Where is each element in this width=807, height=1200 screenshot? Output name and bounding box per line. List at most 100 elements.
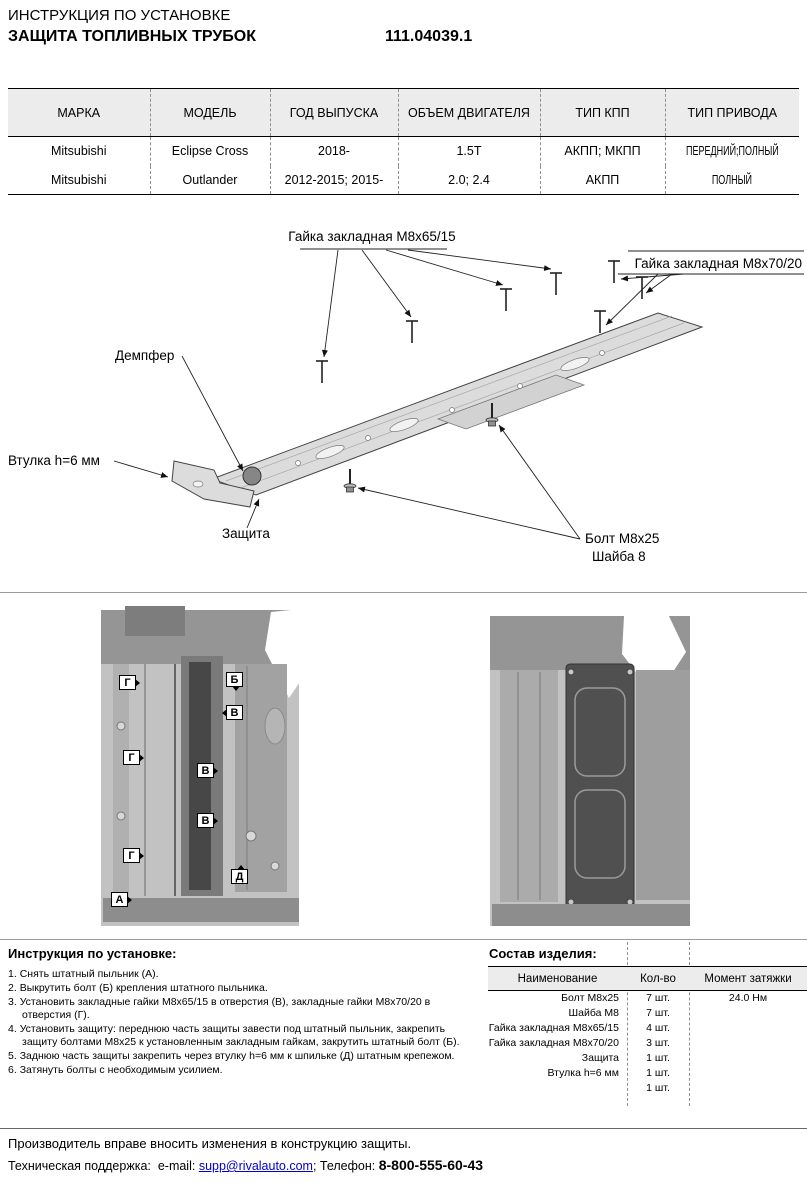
cell-model: Eclipse Cross [150,136,271,166]
part-name: Втулка h=6 мм [547,1067,619,1079]
part-torque [689,1006,807,1021]
cell-gearbox: АКПП; МКПП [540,136,666,166]
part-qty: 4 шт. [646,1022,670,1034]
cell-brand: Mitsubishi [8,165,151,195]
part-name [488,1081,627,1096]
cell-brand: Mitsubishi [8,136,151,166]
label-rivet-nut-m8x70: Гайка закладная М8х70/20 [635,256,802,271]
col-part-name: Наименование [488,966,627,991]
product-title: ЗАЩИТА ТОПЛИВНЫХ ТРУБОК [8,28,256,45]
part-torque: 24.0 Нм [728,992,768,1005]
divider-footer [0,1128,807,1129]
parts-row: 1 шт. [488,1081,807,1096]
photo-callout-letter: В [197,763,218,778]
part-name: Гайка закладная М8х65/15 [488,1022,619,1034]
instructions-title: Инструкция по установке: [8,946,177,961]
part-torque [689,1036,807,1051]
col-gearbox: ТИП КПП [540,88,666,137]
parts-row: Шайба М8 7 шт. [488,1006,807,1021]
cell-engine: 2.0; 2.4 [398,165,541,195]
instruction-step: Установить закладные гайки М8х65/15 в от… [19,996,431,1021]
instruction-step: Установить защиту: переднюю часть защиты… [19,1023,460,1048]
cell-model: Outlander [150,165,271,195]
cell-drive-text: ПЕРЕДНИЙ;ПОЛНЫЙ [685,144,779,159]
col-year: ГОД ВЫПУСКА [270,88,399,137]
col-part-torque: Момент затяжки [689,966,807,991]
photo-underbody-after [490,614,690,926]
photo-callout-letter: Г [123,750,144,765]
vehicle-row: Mitsubishi Eclipse Cross 2018- 1.5T АКПП… [8,136,799,166]
label-rivet-nut-m8x65: Гайка закладная М8х65/15 [288,229,455,244]
parts-row: Гайка закладная М8х70/20 3 шт. [488,1036,807,1051]
bolt-m8x25-items [343,403,499,493]
shield-plate [171,312,704,508]
photo-callout-letter: Д [231,865,248,884]
parts-row: Гайка закладная М8х65/15 4 шт. [488,1021,807,1036]
parts-row: Защита 1 шт. [488,1051,807,1066]
col-model: МОДЕЛЬ [150,88,271,137]
parts-table: Наименование Кол-во Момент затяжки Болт … [488,966,807,1096]
instruction-step: Заднюю часть защиты закрепить через втул… [19,1050,455,1062]
rivet-nut-m8x65-pins [316,272,562,383]
instruction-step: Затянуть болты с необходимым усилием. [19,1064,223,1076]
support-phone: 8-800-555-60-43 [378,1157,484,1173]
photo-callout-letter: Г [119,675,140,690]
col-drive: ТИП ПРИВОДА [665,88,799,137]
parts-header-row: Наименование Кол-во Момент затяжки [488,966,807,991]
part-torque [689,1081,807,1096]
col-part-qty: Кол-во [627,966,689,991]
cell-drive: ПЕРЕДНИЙ;ПОЛНЫЙ [665,137,799,166]
photo-callout-letter: А [111,892,132,907]
part-qty: 3 шт. [646,1037,670,1049]
part-torque [689,1051,807,1066]
parts-title: Состав изделия: [489,946,597,961]
parts-row: Болт М8х25 7 шт. 24.0 Нм [488,991,807,1006]
label-bushing: Втулка h=6 мм [8,453,100,468]
cell-engine: 1.5T [398,136,541,166]
part-name: Защита [581,1052,619,1064]
support-label: Техническая поддержка: [8,1159,151,1173]
support-line: Техническая поддержка: e-mail: supp@riva… [8,1157,483,1173]
part-qty: 1 шт. [646,1082,670,1094]
instructions-list: Снять штатный пыльник (А). Выкрутить бол… [8,968,473,1078]
photo-callout-letter: В [222,705,243,720]
email-label: e-mail: [157,1159,196,1173]
support-email-link[interactable]: supp@rivalauto.com [198,1159,313,1173]
part-torque [689,1066,807,1081]
instruction-step: Снять штатный пыльник (А). [19,968,159,980]
cell-drive: ПОЛНЫЙ [665,165,799,195]
vehicle-table: МАРКА МОДЕЛЬ ГОД ВЫПУСКА ОБЪЕМ ДВИГАТЕЛЯ… [8,88,799,195]
photo-callout-letter: В [197,813,218,828]
photo-callout-letter: Б [226,672,243,691]
part-qty: 7 шт. [646,1007,670,1019]
part-torque [689,1021,807,1036]
exploded-diagram: Гайка закладная М8х65/15 Гайка закладная… [8,229,804,564]
cell-year: 2018- [270,136,399,166]
parts-table-separator [689,942,690,1106]
vehicle-row: Mitsubishi Outlander 2012-2015; 2015- 2.… [8,165,799,195]
cell-drive-text: ПОЛНЫЙ [712,172,753,187]
label-washer-8: Шайба 8 [592,549,646,564]
phone-label: ; Телефон: [312,1159,376,1173]
part-qty: 1 шт. [646,1052,670,1064]
stiffening-rib [436,374,586,430]
part-qty: 1 шт. [646,1067,670,1079]
disclaimer-text: Производитель вправе вносить изменения в… [8,1136,412,1151]
page-title: ИНСТРУКЦИЯ ПО УСТАНОВКЕ [8,7,231,24]
part-name: Гайка закладная М8х70/20 [488,1037,619,1049]
vehicle-table-header-row: МАРКА МОДЕЛЬ ГОД ВЫПУСКА ОБЪЕМ ДВИГАТЕЛЯ… [8,88,799,137]
photo-callout-letter: Г [123,848,144,863]
shield-foot [171,460,255,508]
photo-underbody-before [101,606,323,926]
vehicle-table-wrap: МАРКА МОДЕЛЬ ГОД ВЫПУСКА ОБЪЕМ ДВИГАТЕЛЯ… [8,88,799,195]
parts-row: Втулка h=6 мм 1 шт. [488,1066,807,1081]
label-damper: Демпфер [115,348,174,363]
cell-gearbox: АКПП [540,165,666,195]
label-bolt-m8x25: Болт М8х25 [585,531,659,546]
part-qty: 7 шт. [646,992,670,1005]
parts-table-separator [627,942,628,1106]
callout-lines [113,248,804,540]
cell-year: 2012-2015; 2015- [270,165,399,195]
col-brand: МАРКА [8,88,151,137]
